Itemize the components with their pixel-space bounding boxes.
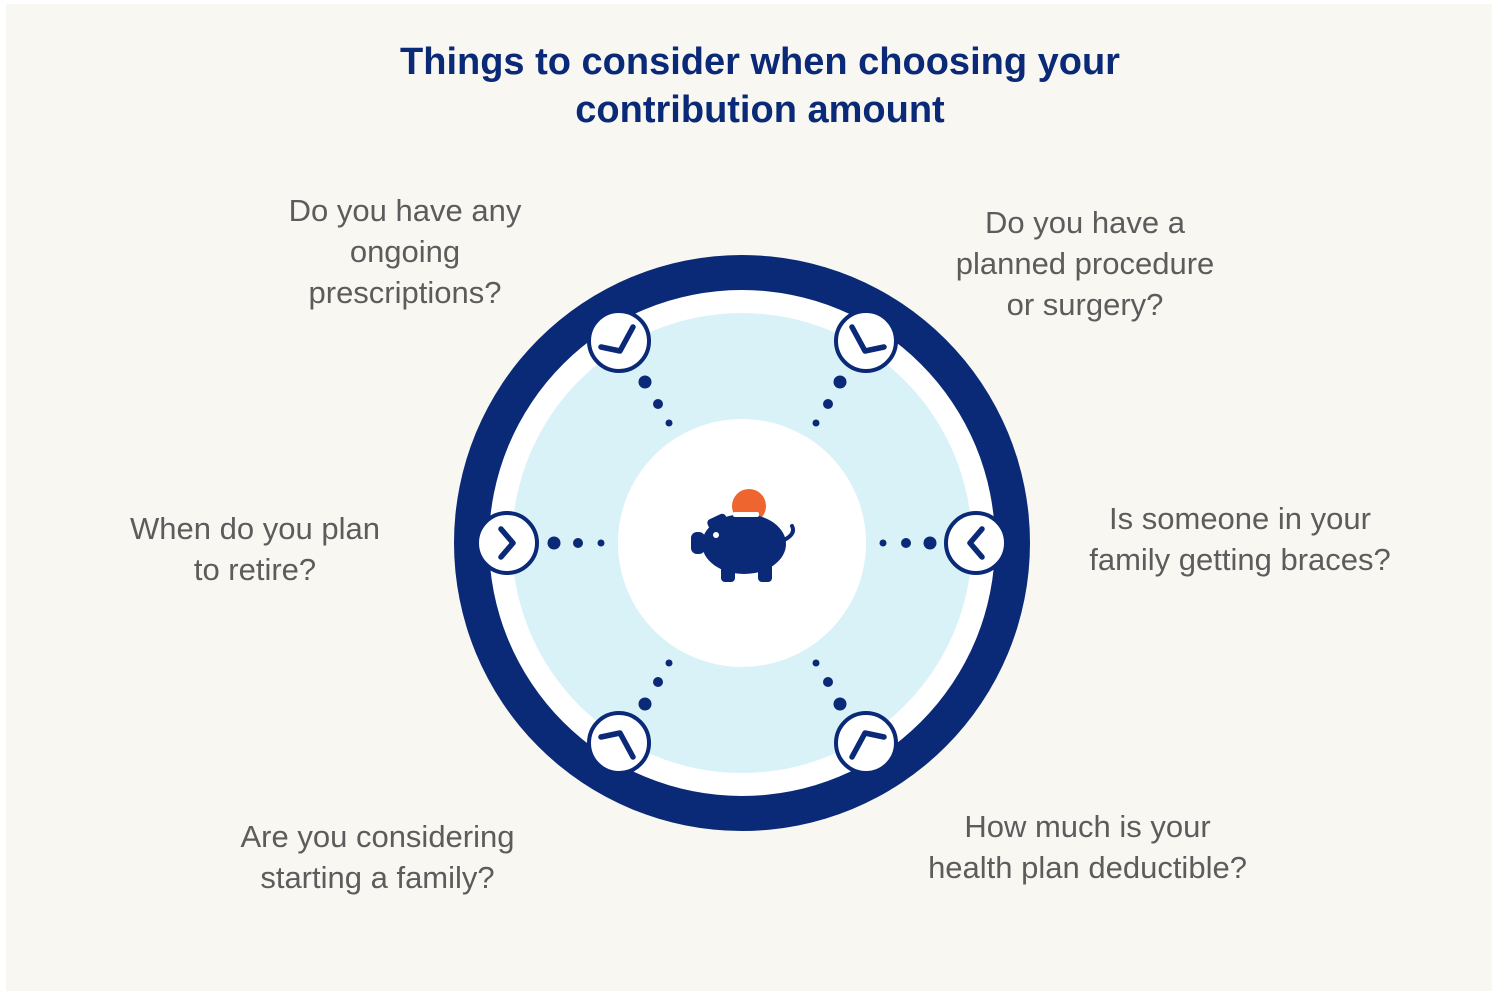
question-family: Are you considering starting a family? <box>240 819 515 895</box>
page-title: Things to consider when choosing your co… <box>400 41 1120 131</box>
chevron-icon <box>598 730 636 760</box>
question-surgery: Do you have a planned procedure or surge… <box>955 205 1215 322</box>
question-braces: Is someone in your family getting braces… <box>1089 501 1391 577</box>
chevron-icon <box>849 324 887 354</box>
question-retire: When do you plan to retire? <box>130 511 380 587</box>
arrow-badge-lower-right <box>834 711 898 775</box>
arrow-badge-left <box>475 511 539 575</box>
chevron-icon <box>849 730 887 760</box>
chevron-icon <box>598 324 636 354</box>
question-prescriptions: Do you have any ongoing prescriptions? <box>288 193 522 310</box>
dot-connectors <box>547 375 937 711</box>
chevron-right-icon <box>498 526 516 560</box>
chevron-left-icon <box>967 526 985 560</box>
question-deductible: How much is your health plan deductible? <box>928 809 1247 885</box>
arrow-badge-lower-left <box>587 711 651 775</box>
arrow-badge-upper-left <box>587 309 651 373</box>
arrow-badge-upper-right <box>834 309 898 373</box>
piggy-bank-icon <box>691 489 795 582</box>
arrow-badge-right <box>944 511 1008 575</box>
